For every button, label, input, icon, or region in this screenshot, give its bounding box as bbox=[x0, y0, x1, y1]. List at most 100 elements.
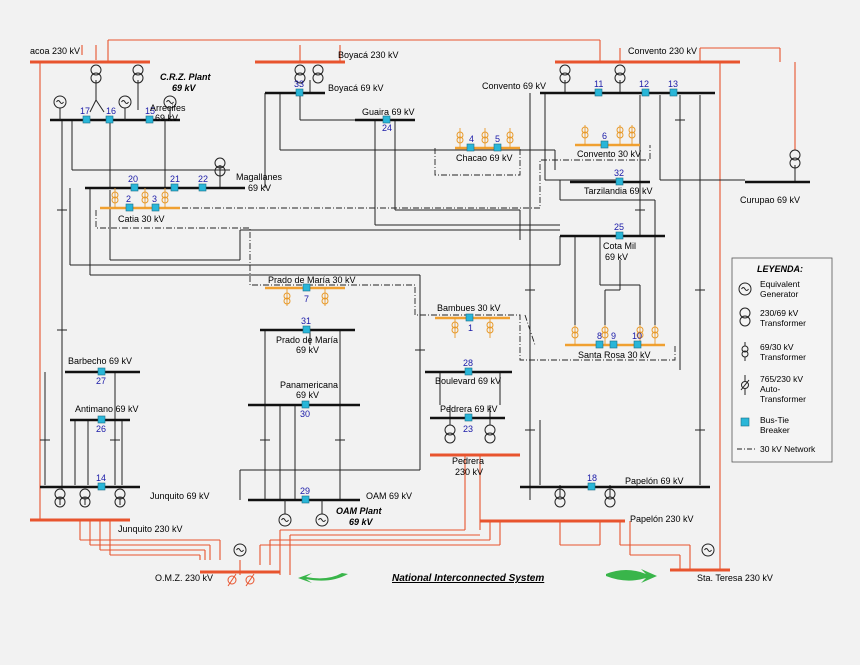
arrow-right-icon bbox=[606, 569, 657, 583]
label-prado-69-kv: 69 kV bbox=[296, 345, 319, 355]
auto-transformer-icon bbox=[227, 575, 237, 585]
label-pedrera-230: Pedrera bbox=[452, 456, 484, 466]
breaker-number: 18 bbox=[587, 473, 597, 483]
station-labels: acoa 230 kV Boyacá 230 kV Convento 230 k… bbox=[30, 46, 800, 583]
label-magallanes-kv: 69 kV bbox=[248, 183, 271, 193]
breaker-number: 2 bbox=[126, 194, 131, 204]
transformers-230-69 bbox=[54, 64, 801, 508]
label-pedrera-230-kv: 230 kV bbox=[455, 467, 483, 477]
label-pedrera-69: Pedrera 69 kV bbox=[440, 404, 498, 414]
breaker-number: 5 bbox=[495, 134, 500, 144]
transformer-icon bbox=[312, 64, 324, 84]
legend-item-text: Transformer bbox=[760, 352, 806, 362]
breaker-icon bbox=[302, 283, 311, 292]
legend-item-text: Equivalent bbox=[760, 279, 800, 289]
label-boulevard: Boulevard 69 kV bbox=[435, 376, 501, 386]
breaker-number: 17 bbox=[80, 106, 90, 116]
breaker-icon bbox=[125, 203, 134, 212]
label-santa-rosa: Santa Rosa 30 kV bbox=[578, 350, 651, 360]
breaker-number: 4 bbox=[469, 134, 474, 144]
label-boyaca-230: Boyacá 230 kV bbox=[338, 50, 399, 60]
buses-30kv bbox=[100, 143, 665, 347]
label-boyaca-69: Boyacá 69 kV bbox=[328, 83, 384, 93]
buses-230kv bbox=[30, 60, 740, 574]
breaker-icon bbox=[466, 143, 475, 152]
label-sta-teresa: Sta. Teresa 230 kV bbox=[697, 573, 773, 583]
label-antimano: Antimano 69 kV bbox=[75, 404, 139, 414]
label-cotamil: Cota Mil bbox=[603, 241, 636, 251]
label-curupao: Curupao 69 kV bbox=[740, 195, 800, 205]
auto-transformer-icon bbox=[245, 575, 255, 585]
breaker-number: 20 bbox=[128, 174, 138, 184]
breaker-number: 12 bbox=[639, 79, 649, 89]
legend-item-text: Transformer bbox=[760, 394, 806, 404]
label-tarzilandia: Tarzilandia 69 kV bbox=[584, 186, 653, 196]
breaker-number: 27 bbox=[96, 376, 106, 386]
breaker-icon bbox=[600, 140, 609, 149]
breaker-number: 7 bbox=[304, 294, 309, 304]
generator-icon bbox=[53, 95, 67, 109]
breaker-icon bbox=[301, 495, 310, 504]
breaker-icon bbox=[595, 340, 604, 349]
generator-icon bbox=[233, 543, 247, 557]
breaker-icon bbox=[97, 367, 106, 376]
breaker-number: 26 bbox=[96, 424, 106, 434]
legend: LEYENDA: Equivalent Generator 230/69 kV … bbox=[731, 257, 833, 463]
legend-item-text: 765/230 kV bbox=[760, 374, 803, 384]
breaker-icon bbox=[130, 183, 139, 192]
breaker-icon bbox=[464, 367, 473, 376]
label-panamericana-kv: 69 kV bbox=[296, 390, 319, 400]
breaker-icon bbox=[295, 88, 304, 97]
label-junquito-230: Junquito 230 kV bbox=[118, 524, 183, 534]
transformer-small-icon bbox=[741, 342, 749, 361]
lines-230kv bbox=[39, 39, 796, 575]
label-barbecho: Barbecho 69 kV bbox=[68, 356, 132, 366]
transformer-icon bbox=[444, 424, 456, 444]
breaker-number: 22 bbox=[198, 174, 208, 184]
label-oam-69: OAM 69 kV bbox=[366, 491, 412, 501]
breaker-numbers: 11 12 13 33 17 16 15 24 4 5 6 20 21 22 2… bbox=[80, 79, 678, 496]
breaker-icon bbox=[97, 415, 106, 424]
legend-item-text: Auto- bbox=[760, 384, 780, 394]
legend-title: LEYENDA: bbox=[757, 264, 803, 274]
arrow-left-icon bbox=[298, 573, 348, 583]
breaker-number: 3 bbox=[152, 194, 157, 204]
breaker-icon bbox=[669, 88, 678, 97]
label-oam-kv: 69 kV bbox=[349, 517, 374, 527]
generator-icon bbox=[118, 95, 132, 109]
label-omz: O.M.Z. 230 kV bbox=[155, 573, 213, 583]
breaker-icon bbox=[740, 417, 750, 427]
breaker-icon bbox=[382, 115, 391, 124]
breaker-number: 21 bbox=[170, 174, 180, 184]
label-oam-plant: OAM Plant bbox=[336, 506, 383, 516]
breaker-icon bbox=[151, 203, 160, 212]
legend-item-text: Transformer bbox=[760, 318, 806, 328]
breaker-number: 10 bbox=[632, 331, 642, 341]
breaker-icon bbox=[105, 115, 114, 124]
transformer-icon bbox=[484, 424, 496, 444]
breaker-number: 1 bbox=[468, 323, 473, 333]
breaker-icon bbox=[97, 482, 106, 491]
label-convento-69: Convento 69 kV bbox=[482, 81, 546, 91]
breaker-number: 16 bbox=[106, 106, 116, 116]
bus-tie-breakers bbox=[82, 88, 678, 504]
breaker-number: 29 bbox=[300, 486, 310, 496]
breaker-icon bbox=[145, 115, 154, 124]
breaker-icon bbox=[609, 340, 618, 349]
label-prado-69: Prado de María bbox=[276, 335, 338, 345]
breaker-number: 13 bbox=[668, 79, 678, 89]
auto-transformer-icon bbox=[740, 375, 750, 395]
generator-icon bbox=[278, 513, 292, 527]
breaker-icon bbox=[198, 183, 207, 192]
line-ticks bbox=[40, 119, 705, 441]
label-crz-plant: C.R.Z. Plant bbox=[160, 72, 212, 82]
breaker-number: 15 bbox=[145, 106, 155, 116]
breaker-number: 33 bbox=[294, 79, 304, 89]
breaker-icon bbox=[587, 482, 596, 491]
generator-icon bbox=[315, 513, 329, 527]
breaker-number: 14 bbox=[96, 473, 106, 483]
label-papelon-230: Papelón 230 kV bbox=[630, 514, 694, 524]
label-panamericana: Panamericana bbox=[280, 380, 338, 390]
breaker-icon bbox=[82, 115, 91, 124]
breaker-icon bbox=[464, 413, 473, 422]
